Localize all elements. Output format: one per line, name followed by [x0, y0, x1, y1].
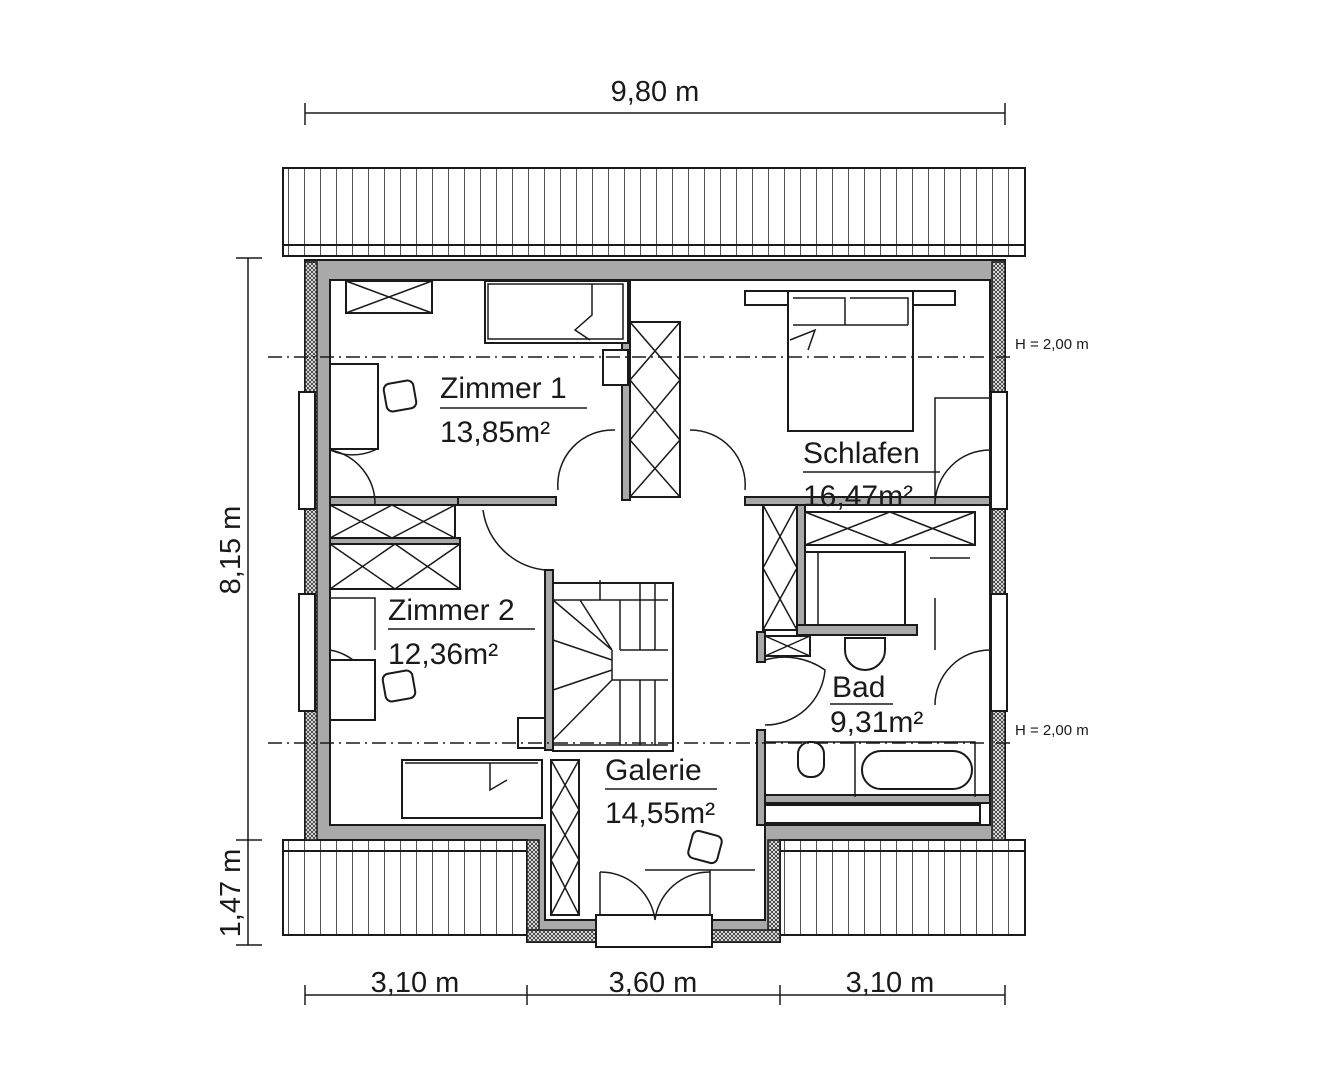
room-name: Bad — [832, 671, 885, 704]
height-marker-lower: H = 2,00 m — [268, 722, 1089, 744]
room-area: 14,55m² — [605, 797, 715, 830]
interior-walls — [329, 279, 991, 826]
room-bad: Bad 9,31m² — [830, 671, 923, 739]
room-galerie: Galerie 14,55m² — [605, 754, 717, 830]
room-schlafen: Schlafen 16,47m² — [803, 437, 940, 513]
room-name: Schlafen — [803, 437, 920, 470]
height-marker-upper: H = 2,00 m — [268, 336, 1089, 358]
room-area: 16,47m² — [803, 480, 913, 513]
room-area: 12,36m² — [388, 638, 498, 671]
dimension-label: 1,47 m — [215, 849, 247, 938]
room-name: Zimmer 1 — [440, 372, 567, 405]
dimension-segments: 3,10 m 3,60 m 3,10 m — [304, 967, 1006, 1005]
dimension-total-width: 9,80 m — [304, 76, 1006, 125]
furniture — [329, 280, 981, 865]
windows — [298, 391, 1008, 948]
height-marker-label: H = 2,00 m — [1015, 722, 1089, 739]
wardrobes — [329, 280, 976, 916]
dimension-label: 9,80 m — [611, 76, 700, 108]
room-area: 9,31m² — [830, 706, 923, 739]
dimension-label: 3,10 m — [371, 967, 460, 999]
room-name: Galerie — [605, 754, 702, 787]
roof-bottom-left — [282, 839, 528, 936]
dimension-label: 3,60 m — [609, 967, 698, 999]
dimension-depth: 8,15 m 1,47 m — [215, 257, 262, 946]
dimension-label: 8,15 m — [215, 506, 247, 595]
room-name: Zimmer 2 — [388, 594, 515, 627]
room-area: 13,85m² — [440, 416, 550, 449]
dimension-label: 3,10 m — [846, 967, 935, 999]
roof-bottom-right — [779, 839, 1026, 936]
roof-top — [282, 167, 1026, 257]
height-marker-label: H = 2,00 m — [1015, 336, 1089, 353]
room-zimmer-2: Zimmer 2 12,36m² — [388, 594, 535, 671]
room-zimmer-1: Zimmer 1 13,85m² — [440, 372, 587, 449]
